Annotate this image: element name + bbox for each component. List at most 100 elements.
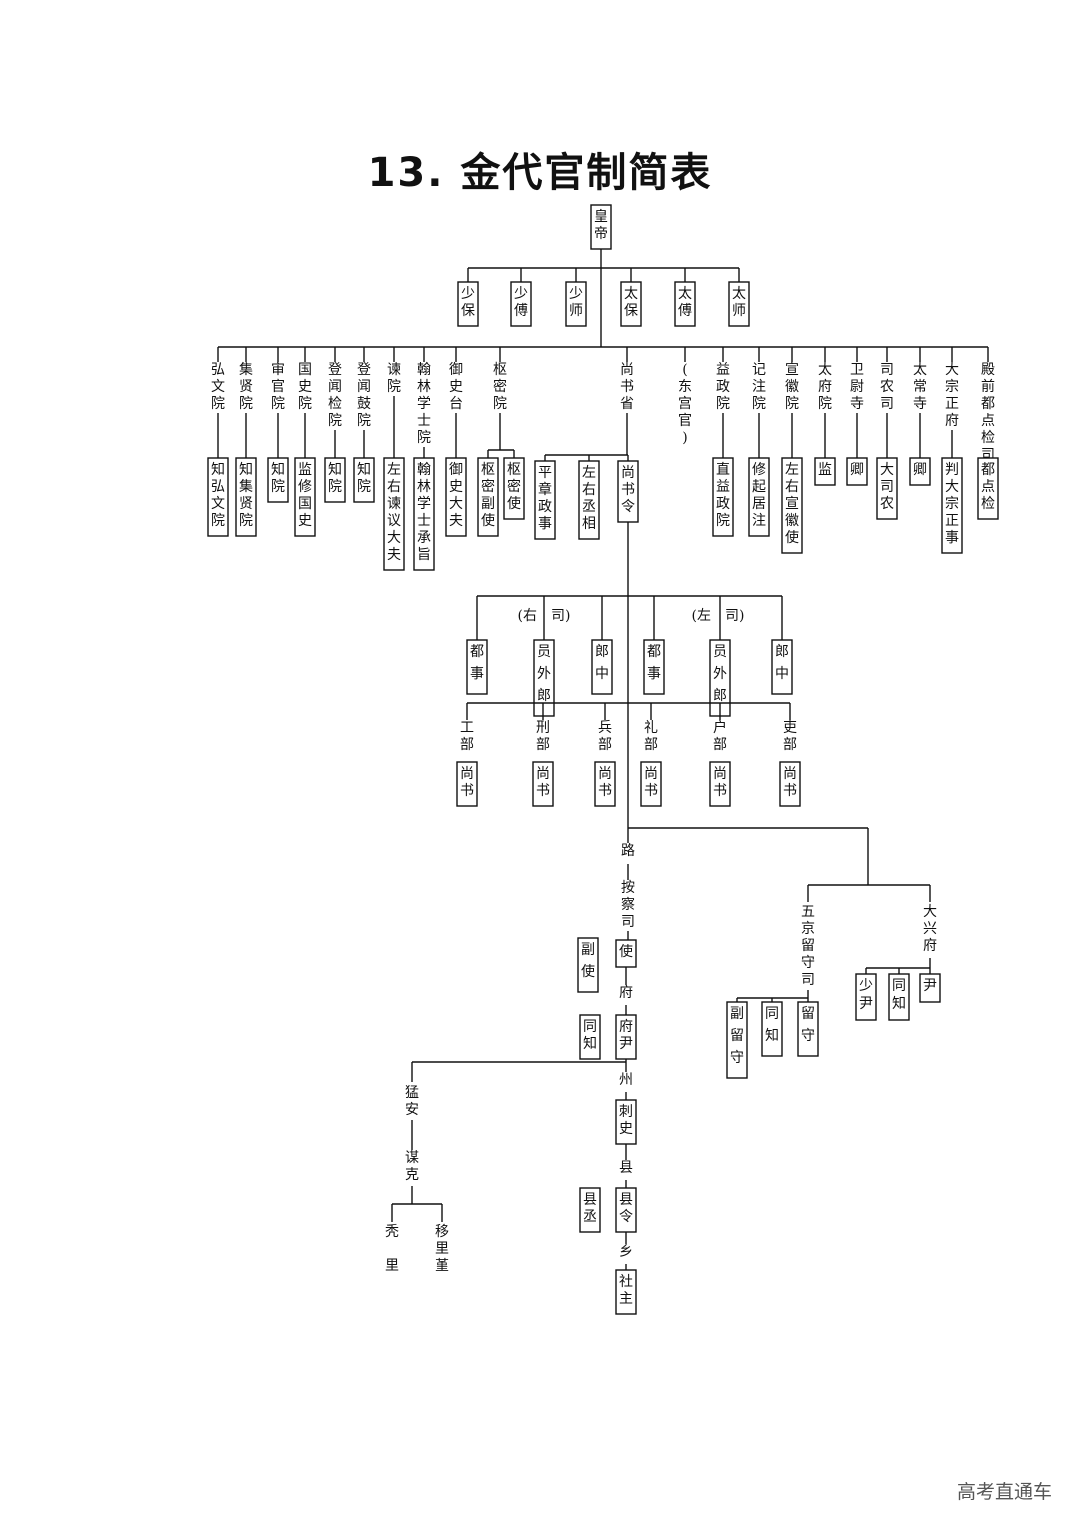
local-ancha-deputy-box bbox=[577, 937, 599, 993]
office-1-1-char: 外 bbox=[713, 666, 727, 682]
ministry-3-char: 部 bbox=[644, 737, 658, 753]
agency-11-char: 宫 bbox=[678, 396, 692, 412]
agency-head-3-char: 国 bbox=[298, 496, 312, 512]
daxing-official-1-char: 知 bbox=[892, 995, 906, 1012]
local-xiang-head: 社主 bbox=[619, 1274, 633, 1307]
office-0-1-char: 外 bbox=[537, 666, 551, 682]
local-fu-deputy: 同知 bbox=[583, 1019, 597, 1052]
agency-head-1-char: 院 bbox=[239, 513, 253, 529]
local-mouke-char: 谋 bbox=[405, 1150, 419, 1166]
sangong-4: 太傅 bbox=[678, 286, 692, 319]
agency-head-7-char: 学 bbox=[417, 496, 431, 512]
agency-head-6-char: 左 bbox=[387, 462, 401, 478]
wujing-official-2-char: 守 bbox=[801, 1028, 815, 1044]
local-xiang-head-char: 主 bbox=[619, 1291, 633, 1307]
office-0-1-char: 员 bbox=[537, 644, 551, 660]
agency-head-0-box bbox=[207, 457, 229, 537]
shumi-head-0-char: 密 bbox=[481, 478, 495, 495]
local-xiang-head-box bbox=[615, 1269, 637, 1315]
office-1-2-box bbox=[771, 639, 793, 695]
capital-daxing: 大兴府 bbox=[923, 904, 937, 954]
local-ancha-head: 使 bbox=[619, 943, 633, 960]
agency-18-char: 太 bbox=[913, 362, 927, 378]
agency-10-char: 省 bbox=[620, 396, 634, 412]
agency-19-char: 正 bbox=[945, 396, 959, 412]
agency-20-char: 点 bbox=[981, 413, 995, 429]
sangong-2: 少师 bbox=[569, 286, 583, 319]
agency-head-2-char: 院 bbox=[271, 479, 285, 495]
agency-11-char: 东 bbox=[678, 379, 692, 395]
shumi-head-0-box bbox=[477, 457, 499, 537]
shangshu-head-1-char: 左 bbox=[582, 465, 596, 481]
agency-7-char: 士 bbox=[417, 413, 431, 429]
agency-13-char: 院 bbox=[752, 396, 766, 412]
wujing-official-2-box bbox=[797, 1001, 819, 1057]
local-xian-head-char: 县 bbox=[619, 1192, 633, 1208]
agency-head-0-char: 文 bbox=[211, 496, 225, 512]
agency-head-18-box bbox=[909, 457, 931, 486]
agency-5-char: 鼓 bbox=[357, 396, 371, 412]
agency-head-19-char: 宗 bbox=[945, 496, 959, 512]
daxing-official-1-char: 同 bbox=[892, 978, 906, 994]
capital-wujing-char: 司 bbox=[801, 972, 815, 988]
agency-12-char: 院 bbox=[716, 396, 730, 412]
agency-head-13-char: 修 bbox=[752, 462, 766, 478]
wujing-official-0-char: 守 bbox=[730, 1050, 744, 1066]
local-yilijin-char: 移 bbox=[435, 1224, 449, 1240]
shangshu-head-0-char: 政 bbox=[538, 499, 552, 515]
agency-head-7-char: 士 bbox=[417, 513, 431, 529]
ministry-head-5: 尚书 bbox=[783, 766, 797, 799]
ministry-head-1-box bbox=[532, 761, 554, 807]
office-1-2-char: 中 bbox=[775, 666, 789, 682]
agency-head-4: 知院 bbox=[328, 461, 342, 495]
ministry-head-5-char: 书 bbox=[783, 783, 797, 799]
agency-head-17-char: 大 bbox=[880, 462, 894, 478]
agency-12: 益政院 bbox=[716, 362, 730, 412]
agency-1-char: 院 bbox=[239, 396, 253, 412]
office-1-0: 都事 bbox=[647, 644, 661, 682]
wujing-official-0-char: 副 bbox=[730, 1006, 744, 1022]
capital-daxing-char: 府 bbox=[923, 938, 937, 954]
sangong-3-box bbox=[620, 281, 642, 327]
agency-3-char: 国 bbox=[298, 362, 312, 378]
agency-11-char: ) bbox=[682, 430, 687, 446]
office-1-1-char: 员 bbox=[713, 644, 727, 660]
agency-12-char: 益 bbox=[716, 362, 730, 378]
agency-head-6-char: 大 bbox=[387, 530, 401, 546]
agency-head-0-char: 院 bbox=[211, 513, 225, 529]
agency-20-char: 检 bbox=[981, 430, 995, 446]
local-xian-deputy-box bbox=[579, 1187, 601, 1233]
agency-8-char: 史 bbox=[449, 379, 463, 395]
ministry-3-char: 礼 bbox=[644, 720, 658, 736]
agency-head-4-char: 院 bbox=[328, 479, 342, 495]
office-1-0-box bbox=[643, 639, 665, 695]
agency-16-char: 寺 bbox=[850, 396, 864, 412]
agency-6: 谏院 bbox=[387, 362, 401, 395]
office-1-0-char: 事 bbox=[647, 666, 661, 682]
shangshu-head-1-box bbox=[578, 460, 600, 540]
sangong-4-box bbox=[674, 281, 696, 327]
agency-head-13-char: 起 bbox=[752, 479, 766, 495]
agency-18-char: 寺 bbox=[913, 396, 927, 412]
ministry-head-1-char: 书 bbox=[536, 783, 550, 799]
sangong-4-char: 傅 bbox=[678, 303, 692, 319]
agency-18: 太常寺 bbox=[913, 362, 927, 412]
agency-head-7-char: 翰 bbox=[417, 462, 431, 478]
ministry-head-0-char: 尚 bbox=[460, 766, 474, 782]
daxing-official-2-box bbox=[919, 973, 941, 1003]
office-0-1-box bbox=[533, 639, 555, 717]
wujing-official-1: 同知 bbox=[765, 1006, 779, 1044]
sangong-3-char: 保 bbox=[624, 303, 638, 319]
agency-head-5-box bbox=[353, 457, 375, 503]
ministry-head-5-char: 尚 bbox=[783, 766, 797, 782]
agency-head-1-char: 知 bbox=[239, 461, 253, 478]
local-fu-char: 府 bbox=[619, 985, 633, 1001]
agency-head-19-char: 事 bbox=[945, 530, 959, 546]
agency-head-5: 知院 bbox=[357, 461, 371, 495]
agency-19-char: 宗 bbox=[945, 379, 959, 395]
wujing-official-0-box bbox=[726, 1001, 748, 1079]
agency-head-13-char: 注 bbox=[752, 513, 766, 529]
ministry-5-char: 吏 bbox=[783, 720, 797, 736]
